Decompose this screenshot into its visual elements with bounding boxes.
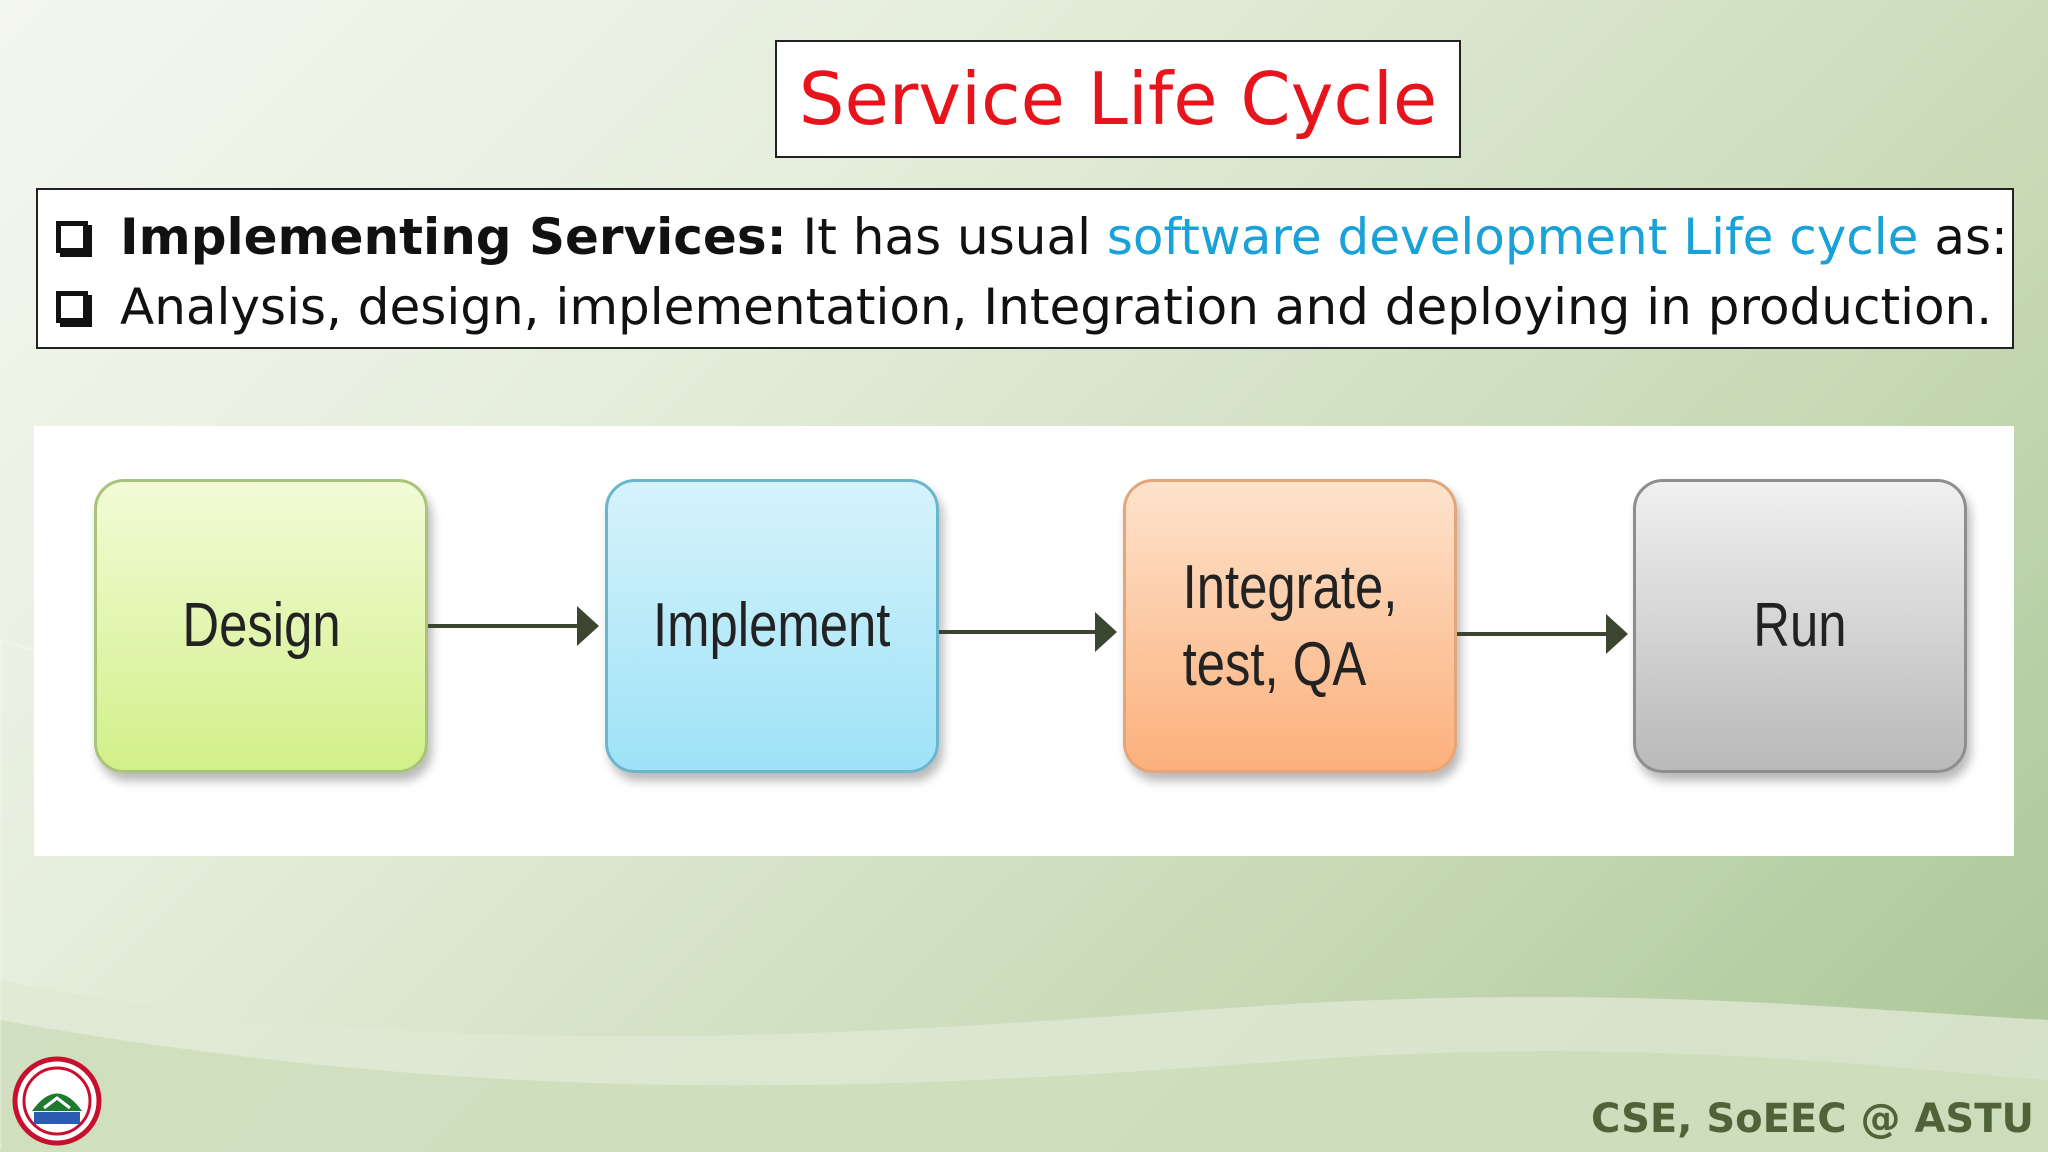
slide-title: Service Life Cycle bbox=[798, 57, 1438, 141]
bullet-item-1: Implementing Services: It has usual soft… bbox=[56, 202, 2012, 272]
bullet-link-text: software development Life cycle bbox=[1106, 208, 1919, 266]
stage-design-label: Design bbox=[181, 591, 341, 661]
stage-integrate-label: Integrate, test, QA bbox=[1182, 552, 1398, 700]
university-logo-icon bbox=[12, 1056, 102, 1146]
stage-implement-label: Implement bbox=[653, 591, 891, 661]
stage-run: Run bbox=[1633, 479, 1967, 773]
stage-design: Design bbox=[94, 479, 428, 773]
checkbox-bullet-icon bbox=[56, 221, 88, 253]
lifecycle-diagram: Design Implement Integrate, test, QA Run bbox=[34, 426, 2014, 856]
bullet-item-2: Analysis, design, implementation, Integr… bbox=[56, 272, 2012, 342]
bullet-bold-text: Implementing Services: bbox=[120, 208, 787, 266]
slide-title-box: Service Life Cycle bbox=[775, 40, 1461, 158]
bullet-text: Analysis, design, implementation, Integr… bbox=[120, 278, 1993, 336]
arrow-design-to-implement bbox=[428, 606, 599, 646]
bullet-list: Implementing Services: It has usual soft… bbox=[36, 188, 2014, 349]
stage-run-label: Run bbox=[1753, 591, 1847, 661]
stage-implement: Implement bbox=[605, 479, 939, 773]
bullet-text-suffix: as: bbox=[1918, 208, 2008, 266]
stage-integrate: Integrate, test, QA bbox=[1123, 479, 1457, 773]
bullet-text: It has usual bbox=[786, 208, 1107, 266]
checkbox-bullet-icon bbox=[56, 291, 88, 323]
arrow-implement-to-integrate bbox=[939, 612, 1117, 652]
arrow-integrate-to-run bbox=[1457, 614, 1628, 654]
footer-text: CSE, SoEEC @ ASTU bbox=[1590, 1096, 2034, 1142]
